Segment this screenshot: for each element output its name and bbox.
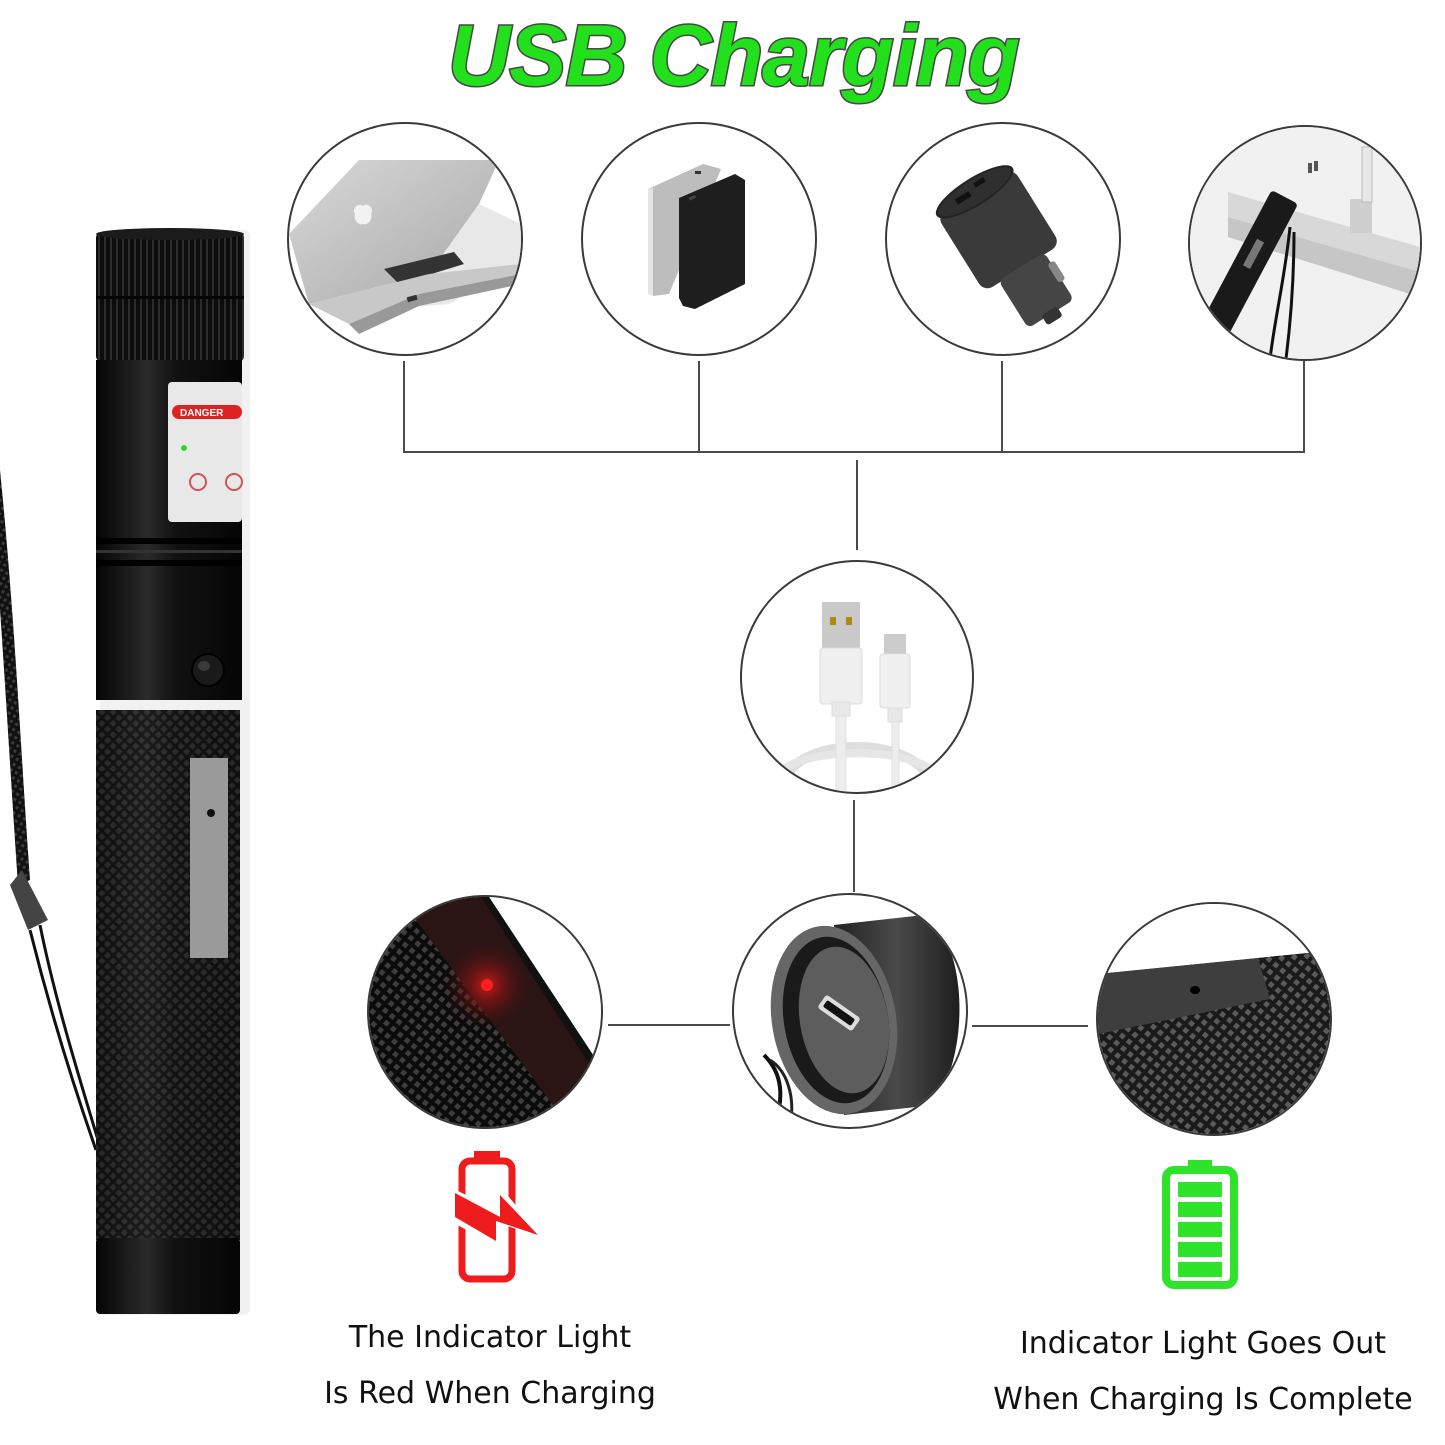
battery-charging-status — [440, 1145, 550, 1285]
power-bank-icon — [648, 164, 745, 309]
micro-usb-port-icon — [762, 915, 960, 1127]
laptop-icon — [289, 160, 521, 334]
red-indicator-icon — [369, 897, 601, 1127]
wall-outlet-icon — [1190, 127, 1420, 359]
connector-line — [972, 1025, 1088, 1027]
red-indicator-closeup — [367, 895, 603, 1129]
micro-usb-port-closeup — [732, 893, 968, 1129]
connector-line — [608, 1024, 730, 1026]
usb-cable-circle — [740, 560, 974, 794]
car-charger-icon — [935, 165, 1072, 326]
indicator-off-icon — [1098, 904, 1330, 1134]
connector-line — [1001, 361, 1003, 453]
connector-bar — [403, 451, 1305, 453]
connector-line — [1303, 361, 1305, 453]
source-car-charger — [885, 122, 1121, 356]
source-laptop — [287, 122, 523, 356]
laser-pointer-product: DANGER — [0, 220, 260, 1320]
connector-line — [856, 460, 858, 550]
usb-cable-icon — [768, 602, 946, 792]
laser-pointer-icon: DANGER — [0, 228, 250, 1315]
indicator-off-closeup — [1096, 902, 1332, 1136]
charging-caption-line1: The Indicator Light — [348, 1320, 632, 1355]
complete-caption-line1: Indicator Light Goes Out — [1019, 1326, 1387, 1361]
battery-charging-icon — [450, 1151, 544, 1283]
connector-line — [698, 361, 700, 453]
page-title: USB Charging — [447, 7, 1022, 106]
source-wall-outlet — [1188, 125, 1422, 361]
connector-line — [403, 361, 405, 453]
charging-caption: The Indicator Light Is Red When Charging — [300, 1310, 680, 1422]
source-power-bank — [581, 122, 817, 356]
charging-caption-line2: Is Red When Charging — [324, 1376, 656, 1411]
danger-label: DANGER — [180, 408, 224, 419]
battery-full-icon — [1162, 1160, 1238, 1289]
battery-full-status — [1160, 1155, 1240, 1290]
complete-caption-line2: When Charging Is Complete — [993, 1382, 1413, 1417]
connector-line — [853, 800, 855, 892]
complete-caption: Indicator Light Goes Out When Charging I… — [978, 1316, 1428, 1428]
